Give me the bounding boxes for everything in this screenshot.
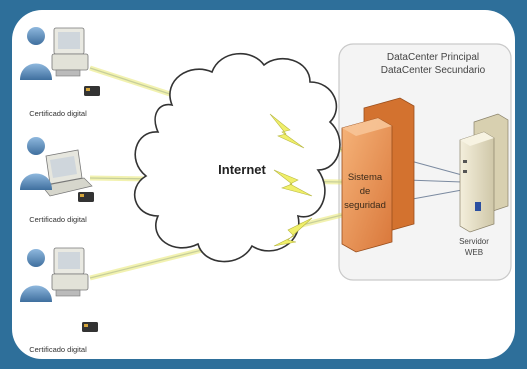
firewall-label-1: Sistema [348,172,383,183]
firewall-label-3: seguridad [344,200,386,211]
person-body-icon [20,63,52,80]
link-fw-server-1 [406,159,463,176]
client-label-3: Certificado digital [29,345,87,354]
client-workstation-2: Certificado digital [20,137,94,224]
person-head-icon [27,27,45,45]
diagram-frame: DataCenter Principal DataCenter Secundar… [12,10,515,359]
bolt-icon-middle [273,169,313,197]
bolt-icon-bottom [273,217,313,247]
datacenter-title-2: DataCenter Secundario [381,65,486,76]
datacenter-title-1: DataCenter Principal [387,52,479,63]
lightning-bolts [269,113,313,247]
server-label-1: Servidor [459,237,489,246]
person-body-icon [20,285,52,302]
client-label-2: Certificado digital [29,215,87,224]
person-body-icon [20,173,52,190]
internet-cloud: Internet [134,52,341,263]
internet-label: Internet [218,162,266,177]
client-workstation-3: Certificado digital [20,247,98,354]
link-fw-server-3 [406,189,463,201]
person-head-icon [27,137,45,155]
link-fw-server-2 [406,179,463,183]
web-server-icon: Servidor WEB [459,113,509,257]
client-label-1: Certificado digital [29,109,87,118]
firewall-icon: Sistema de seguridad [341,97,415,253]
server-label-2: WEB [465,248,483,257]
bolt-icon-top [269,113,305,149]
network-diagram: DataCenter Principal DataCenter Secundar… [20,27,512,354]
person-head-icon [27,249,45,267]
firewall-label-2: de [360,186,371,197]
server-badge-icon [475,202,481,211]
client-workstation-1: Certificado digital [20,27,100,118]
